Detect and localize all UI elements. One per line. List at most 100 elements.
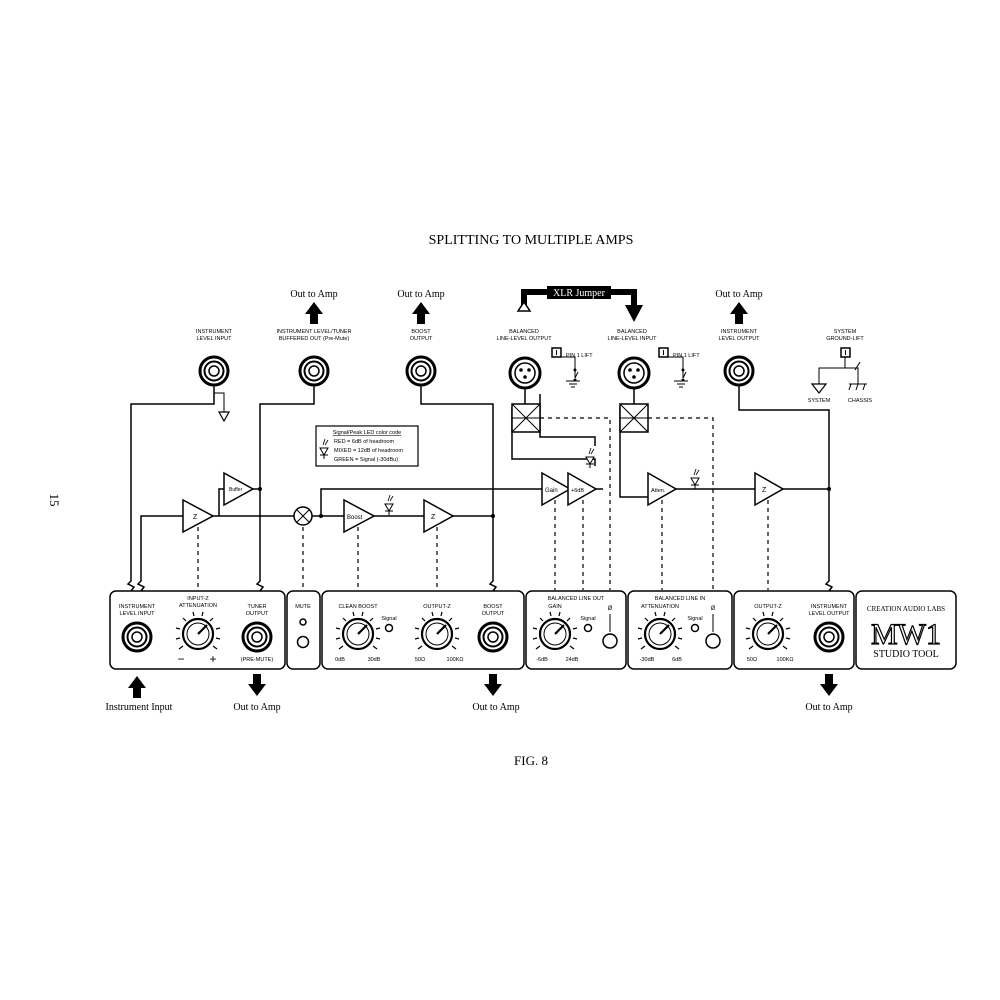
ground-system-label: SYSTEM xyxy=(808,398,831,404)
panel-input-z-plus: + xyxy=(209,652,216,666)
xlr-balanced-line-output[interactable] xyxy=(508,356,542,390)
svg-text:Signal/Peak LED color code: Signal/Peak LED color code xyxy=(333,430,401,436)
panel-tuner-label-1: TUNER xyxy=(248,604,267,610)
top-label-bal-in-2: LINE-LEVEL INPUT xyxy=(607,336,657,342)
svg-text:MIXED = 12dB of headroom: MIXED = 12dB of headroom xyxy=(334,448,403,454)
top-label-inst-input-2: LEVEL INPUT xyxy=(197,336,233,342)
svg-text:Atten.: Atten. xyxy=(651,488,666,494)
transformer-out xyxy=(511,403,541,433)
jack-instrument-level-input-top[interactable] xyxy=(198,355,230,387)
jack-instrument-level-input[interactable] xyxy=(121,621,153,653)
panel-bal-in-atten-label: ATTENUATION xyxy=(641,604,679,610)
top-label-inst-input-1: INSTRUMENT xyxy=(196,329,233,335)
bal-in-signal-led-icon xyxy=(690,623,700,633)
top-label-bal-in-1: BALANCED xyxy=(617,329,647,335)
panel-oz-min: 50Ω xyxy=(415,657,425,663)
jack-boost-output[interactable] xyxy=(477,621,509,653)
figure-caption: FIG. 8 xyxy=(514,753,548,768)
top-label-boost-2: OUTPUT xyxy=(410,336,433,342)
panel-out-z-label: OUTPUT-Z xyxy=(754,604,782,610)
bal-in-phase-switch[interactable] xyxy=(705,614,721,649)
brand-model: MW1 xyxy=(871,618,941,651)
panel-bal-in-title: BALANCED LINE IN xyxy=(655,596,705,602)
panel-boost-output-label-1: BOOST xyxy=(483,604,503,610)
out-to-amp-instrument-out: Out to Amp xyxy=(715,289,763,324)
svg-text:Instrument Input: Instrument Input xyxy=(106,702,173,713)
panel-output-z-label: OUTPUT-Z xyxy=(423,604,451,610)
panel-cb-max: 30dB xyxy=(368,657,381,663)
pin1-lift-out[interactable]: PIN 1 LIFT xyxy=(551,347,593,388)
panel-boost-output-label-2: OUTPUT xyxy=(482,611,505,617)
panel-pre-mute-label: (PRE-MUTE) xyxy=(241,657,274,663)
bal-out-phase-switch[interactable] xyxy=(602,614,618,649)
top-label-inst-out-1: INSTRUMENT xyxy=(721,329,758,335)
down-arrow-icon xyxy=(820,674,838,696)
out-to-amp-buffered: Out to Amp xyxy=(290,289,338,324)
panel-input-z-label-1: INPUT-Z xyxy=(187,596,209,602)
page-number: 15 xyxy=(47,494,62,507)
panel-out-z-max: 100KΩ xyxy=(777,657,794,663)
panel-section-bal-in xyxy=(627,590,733,670)
out-to-amp-tuner: Out to Amp xyxy=(233,674,281,713)
signal-led-icon xyxy=(690,468,700,490)
panel-input-z-label-2: ATTENUATION xyxy=(179,603,217,609)
pin1-lift-in[interactable]: PIN 1 LIFT xyxy=(658,347,700,388)
svg-text:PIN 1 LIFT: PIN 1 LIFT xyxy=(673,353,700,359)
control-dash-lines xyxy=(197,417,769,590)
svg-text:Out to Amp: Out to Amp xyxy=(233,702,280,713)
svg-text:Out to Amp: Out to Amp xyxy=(472,702,519,713)
panel-section-brand xyxy=(855,590,957,670)
panel-bal-out-min: -6dB xyxy=(536,657,548,663)
jack-buffered-out-top[interactable] xyxy=(298,355,330,387)
svg-text:PIN 1 LIFT: PIN 1 LIFT xyxy=(566,353,593,359)
panel-bal-out-title: BALANCED LINE OUT xyxy=(548,596,605,602)
jack-instrument-level-output[interactable] xyxy=(813,621,845,653)
panel-bal-out-signal-label: Signal xyxy=(580,616,595,622)
instrument-input-arrow: Instrument Input xyxy=(106,676,173,713)
panel-bal-out-max: 24dB xyxy=(566,657,579,663)
xlr-jumper: XLR Jumper xyxy=(516,286,643,322)
block-gain: Gain xyxy=(541,471,572,507)
up-arrow-icon xyxy=(412,302,430,324)
panel-inst-out-label-2: LEVEL OUTPUT xyxy=(808,611,850,617)
xlr-balanced-line-input[interactable] xyxy=(617,356,651,390)
panel-bal-out-gain-label: GAIN xyxy=(548,604,561,610)
mute-switch[interactable] xyxy=(296,618,310,649)
up-arrow-icon xyxy=(128,676,146,698)
svg-text:Z: Z xyxy=(431,514,436,521)
svg-text:Out to Amp: Out to Amp xyxy=(715,289,762,300)
block-mute-switch xyxy=(293,506,313,526)
out-to-amp-boost: Out to Amp xyxy=(397,289,445,324)
down-arrow-icon xyxy=(484,674,502,696)
panel-input-z-minus: − xyxy=(177,652,184,666)
block-buffer: Buffer xyxy=(223,471,255,507)
panel-mute-label: MUTE xyxy=(295,604,311,610)
panel-boost-signal-label: Signal xyxy=(381,616,396,622)
svg-text:RED = 6dB of headroom: RED = 6dB of headroom xyxy=(334,439,394,445)
panel-tuner-label-2: OUTPUT xyxy=(246,611,269,617)
up-arrow-icon xyxy=(305,302,323,324)
ground-chassis-label: CHASSIS xyxy=(848,398,872,404)
out-to-amp-boost-output: Out to Amp xyxy=(472,674,520,713)
panel-bal-in-signal-label: Signal xyxy=(687,616,702,622)
brand-maker: CREATION AUDIO LABS xyxy=(867,605,945,613)
top-label-boost-1: BOOST xyxy=(411,329,431,335)
panel-clean-boost-label: CLEAN BOOST xyxy=(338,604,378,610)
panel-inst-out-label-1: INSTRUMENT xyxy=(811,604,848,610)
brand-block: CREATION AUDIO LABS MW1 STUDIO TOOL xyxy=(867,605,945,660)
top-label-bal-out-2: LINE-LEVEL OUTPUT xyxy=(496,336,552,342)
jack-tuner-output[interactable] xyxy=(241,621,273,653)
svg-text:Buffer: Buffer xyxy=(229,487,243,493)
svg-text:Boost: Boost xyxy=(347,515,363,521)
boost-signal-led-icon xyxy=(384,623,394,633)
jack-instrument-level-output-top[interactable] xyxy=(723,355,755,387)
svg-text:Out to Amp: Out to Amp xyxy=(397,289,444,300)
top-label-inst-out-2: LEVEL OUTPUT xyxy=(718,336,760,342)
panel-inst-input-label-2: LEVEL INPUT xyxy=(120,611,156,617)
jack-boost-output-top[interactable] xyxy=(405,355,437,387)
top-label-buffered-2: BUFFERED OUT (Pre-Mute) xyxy=(279,336,350,342)
top-label-bal-out-1: BALANCED xyxy=(509,329,539,335)
transformer-in xyxy=(619,403,649,433)
system-ground-lift[interactable]: SYSTEM CHASSIS xyxy=(808,347,873,404)
